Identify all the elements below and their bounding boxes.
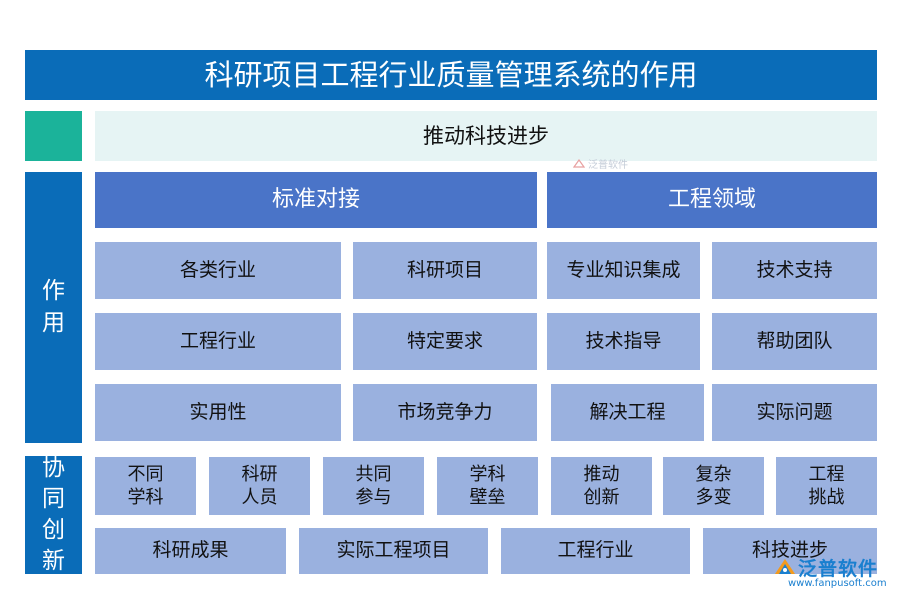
grid-cell: 技术指导 xyxy=(547,313,700,370)
watermark-small: 泛普软件 xyxy=(573,156,628,171)
side-label-collab-char: 同 xyxy=(42,485,65,512)
collab-cell: 学科 壁垒 xyxy=(437,457,538,515)
grid-cell: 工程行业 xyxy=(95,313,341,370)
collab-cell-line: 参与 xyxy=(355,487,392,508)
grid-cell: 特定要求 xyxy=(353,313,537,370)
collab-cell-line: 创新 xyxy=(583,487,620,508)
grid-cell: 实际问题 xyxy=(712,384,877,441)
side-label-collab-char: 创 xyxy=(42,517,65,543)
collab-cell: 推动 创新 xyxy=(551,457,652,515)
grid-cell: 技术支持 xyxy=(712,242,877,299)
grid-cell: 帮助团队 xyxy=(712,313,877,370)
grid-cell: 解决工程 xyxy=(551,384,704,441)
collab-cell-line: 复杂 xyxy=(695,463,732,485)
collab-cell: 不同 学科 xyxy=(95,457,196,515)
top-banner: 推动科技进步 xyxy=(95,111,877,161)
collab-cell-line: 多变 xyxy=(695,487,732,508)
collab-cell-line: 人员 xyxy=(241,487,278,508)
side-label-collab-char: 协 xyxy=(42,454,65,481)
collab-outcome-cell: 科研成果 xyxy=(95,528,286,574)
collab-cell-line: 工程 xyxy=(808,463,845,485)
grid-cell: 科研项目 xyxy=(353,242,537,299)
page-title: 科研项目工程行业质量管理系统的作用 xyxy=(25,50,877,100)
collab-outcome-cell: 实际工程项目 xyxy=(299,528,488,574)
fanpu-logo-icon xyxy=(573,158,585,168)
collab-cell-line: 不同 xyxy=(127,463,164,485)
collab-cell-line: 挑战 xyxy=(808,487,845,508)
accent-block xyxy=(25,111,82,161)
fanpu-logo-icon xyxy=(775,559,795,574)
collab-cell: 工程 挑战 xyxy=(776,457,877,515)
watermark-logo: 泛普软件 www.fanpusoft.com xyxy=(768,552,892,596)
collab-outcome-cell: 工程行业 xyxy=(501,528,690,574)
side-label-collab: 协 同 创 新 xyxy=(25,454,82,575)
collab-cell-line: 学科 xyxy=(127,487,164,508)
collab-cell-line: 学科 xyxy=(469,463,506,485)
watermark-url: www.fanpusoft.com xyxy=(788,578,887,589)
collab-outcome-cell: 科技进步 xyxy=(703,528,877,574)
collab-cell: 科研 人员 xyxy=(209,457,310,515)
collab-cell-line: 壁垒 xyxy=(469,487,506,508)
grid-cell: 各类行业 xyxy=(95,242,341,299)
side-label-role-char: 作 xyxy=(42,278,65,305)
side-label-collab-char: 新 xyxy=(42,548,65,575)
side-label-role: 作 用 xyxy=(25,172,82,443)
watermark-brand: 泛普软件 xyxy=(798,558,879,580)
collab-cell-line: 共同 xyxy=(355,463,392,485)
grid-cell: 实用性 xyxy=(95,384,341,441)
header-standard-docking: 标准对接 xyxy=(95,172,537,228)
grid-cell: 市场竞争力 xyxy=(353,384,537,441)
collab-cell-line: 推动 xyxy=(583,463,620,485)
watermark-small-text: 泛普软件 xyxy=(588,160,628,171)
header-engineering-field: 工程领域 xyxy=(547,172,877,228)
collab-cell: 复杂 多变 xyxy=(663,457,764,515)
side-label-role-char: 用 xyxy=(42,309,65,336)
collab-cell: 共同 参与 xyxy=(323,457,424,515)
grid-cell: 专业知识集成 xyxy=(547,242,700,299)
collab-cell-line: 科研 xyxy=(241,463,278,485)
